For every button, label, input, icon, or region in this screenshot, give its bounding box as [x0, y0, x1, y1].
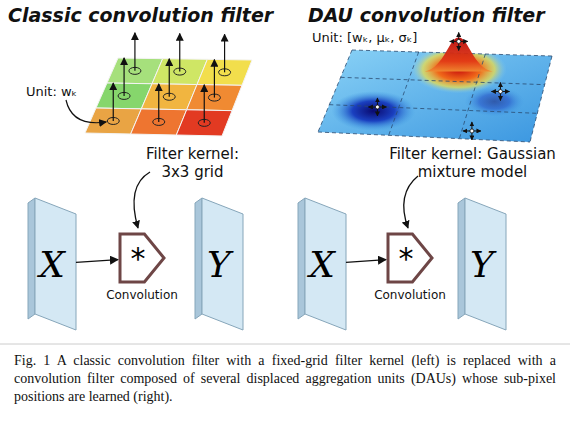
- grid-line: [318, 132, 530, 142]
- classic-kernel-grid: [85, 33, 252, 136]
- map-symbol: X: [298, 198, 346, 330]
- surface-blobs: [331, 45, 524, 131]
- unit-star-center: [375, 105, 379, 109]
- slab-side: [298, 198, 305, 319]
- unit-star-center: [470, 129, 474, 133]
- grid-line: [329, 105, 537, 114]
- gaussian-blob: [464, 86, 524, 116]
- panel-title: Classic convolution filter: [8, 4, 273, 27]
- feature-map: X: [298, 198, 346, 330]
- kernel-leader: [134, 172, 150, 228]
- unit-star: [368, 98, 386, 116]
- weight-arrow: [214, 60, 215, 98]
- convolution-operator: *Convolution: [118, 232, 166, 284]
- unit-star: [491, 82, 509, 100]
- unit-leader: [66, 100, 106, 123]
- flow-arrow: [346, 260, 386, 263]
- slab-side: [458, 198, 465, 319]
- weight-arrow: [179, 34, 180, 72]
- operator-symbol: *: [118, 232, 166, 284]
- connectors: [76, 260, 386, 263]
- figure-caption: Fig. 1 A classic convolution filter with…: [14, 352, 556, 407]
- kernel-label: Filter kernel: 3x3 grid: [135, 145, 250, 181]
- unit-star: [463, 122, 481, 140]
- feature-map: Y: [458, 198, 506, 330]
- weight-arrow: [204, 85, 205, 123]
- kernel-leader: [404, 176, 418, 228]
- dau-kernel-surface: [318, 32, 552, 142]
- kernel-label: Filter kernel: Gaussian mixture model: [385, 145, 560, 181]
- weight-arrow: [113, 83, 114, 121]
- feature-map: Y: [195, 198, 243, 330]
- slab-side: [28, 198, 35, 319]
- weight-arrow: [158, 84, 159, 122]
- unit-star-center: [498, 89, 502, 93]
- operator-name: Convolution: [106, 288, 178, 302]
- grid-line: [318, 50, 352, 132]
- weight-arrow: [224, 34, 225, 72]
- operator-symbol: *: [386, 232, 434, 284]
- gaussian-peak: [425, 37, 493, 71]
- map-symbol: Y: [458, 198, 506, 330]
- grid-line: [341, 77, 545, 84]
- grid-line: [530, 56, 552, 142]
- flow-arrow: [76, 260, 118, 263]
- unit-star: [450, 32, 468, 50]
- weight-arrow: [123, 58, 124, 96]
- feature-map: X: [28, 198, 76, 330]
- caption-rule: [0, 344, 570, 345]
- weight-arrow: [169, 59, 170, 97]
- slab-side: [195, 198, 202, 319]
- unit-label: Unit: [wₖ, μₖ, σₖ]: [312, 30, 417, 46]
- gaussian-blob: [331, 91, 415, 131]
- convolution-operator: *Convolution: [386, 232, 434, 284]
- grid-line: [389, 52, 419, 135]
- weight-arrow: [134, 33, 135, 71]
- operator-name: Convolution: [374, 288, 446, 302]
- map-symbol: X: [28, 198, 76, 330]
- map-symbol: Y: [195, 198, 243, 330]
- unit-label: Unit: wₖ: [26, 84, 77, 100]
- unit-star-center: [457, 39, 461, 43]
- panel-title: DAU convolution filter: [308, 4, 545, 27]
